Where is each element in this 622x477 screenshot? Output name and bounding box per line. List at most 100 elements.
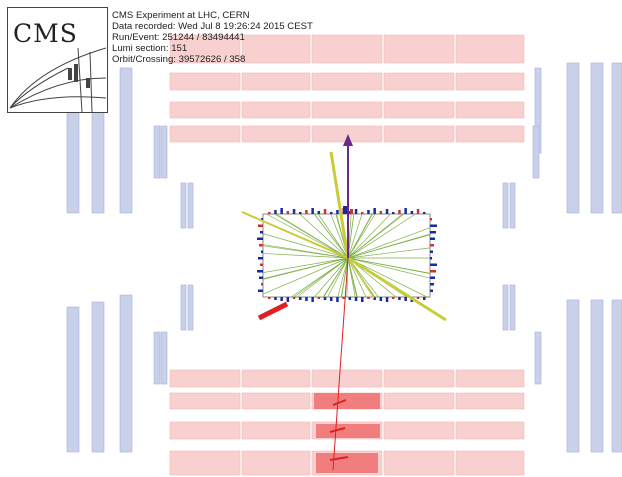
calo-hit bbox=[336, 297, 339, 302]
calo-hit bbox=[330, 212, 333, 214]
calo-block bbox=[169, 450, 241, 476]
track-line bbox=[323, 257, 349, 298]
calo-block bbox=[455, 450, 525, 476]
calo-block bbox=[383, 72, 455, 91]
calo-hit bbox=[258, 224, 263, 227]
calo-hit bbox=[398, 210, 401, 214]
calo-block bbox=[241, 34, 311, 64]
muon-chamber bbox=[180, 182, 187, 229]
calo-hit bbox=[311, 297, 314, 302]
calo-block bbox=[169, 34, 241, 64]
calo-hit bbox=[367, 297, 370, 299]
muon-chamber bbox=[187, 284, 194, 331]
muon-chamber bbox=[91, 301, 105, 453]
track-line bbox=[262, 245, 349, 259]
muon-chamber bbox=[502, 284, 509, 331]
calo-hit bbox=[274, 297, 277, 300]
calo-hit bbox=[261, 218, 263, 221]
calo-hit bbox=[305, 210, 308, 214]
muon-chamber bbox=[160, 331, 168, 385]
energy-deposit bbox=[316, 453, 378, 473]
calo-block bbox=[455, 392, 525, 410]
muon-chamber bbox=[119, 294, 133, 453]
calo-hit bbox=[361, 212, 364, 214]
muon-chamber bbox=[153, 331, 161, 385]
calo-hit bbox=[430, 237, 435, 240]
calorimeter-hits bbox=[257, 206, 437, 302]
calo-hit bbox=[423, 297, 426, 300]
calo-hit bbox=[286, 297, 290, 302]
calo-hit bbox=[286, 211, 290, 214]
calo-block bbox=[169, 421, 241, 440]
muon-chamber bbox=[153, 125, 161, 179]
calo-hit bbox=[258, 257, 263, 260]
calo-block bbox=[241, 450, 311, 476]
calo-block bbox=[241, 392, 311, 410]
track-line bbox=[347, 233, 431, 259]
calo-hit bbox=[261, 283, 263, 286]
calo-hit bbox=[354, 297, 358, 301]
track-line bbox=[291, 257, 349, 298]
track-line bbox=[347, 213, 391, 259]
track-line bbox=[347, 257, 431, 279]
track-line bbox=[347, 227, 431, 259]
muon-segment bbox=[332, 399, 347, 406]
muon-chamber bbox=[534, 331, 542, 385]
calo-hit bbox=[274, 210, 277, 214]
recorded-date: Data recorded: Wed Jul 8 19:26:24 2015 C… bbox=[112, 21, 313, 32]
calo-hit bbox=[260, 263, 263, 266]
muon-chamber bbox=[502, 182, 509, 229]
calo-block bbox=[241, 101, 311, 119]
track-line bbox=[347, 257, 367, 298]
muon-segment bbox=[329, 427, 346, 433]
calo-cluster bbox=[257, 301, 289, 321]
calo-block bbox=[383, 125, 455, 143]
calo-hit bbox=[259, 276, 263, 279]
calo-hit bbox=[299, 212, 302, 214]
calo-hit bbox=[336, 210, 339, 214]
muon-chamber bbox=[590, 299, 604, 453]
track-line bbox=[275, 213, 349, 259]
calorimeter-blocks bbox=[169, 34, 525, 476]
calo-block bbox=[311, 101, 383, 119]
charged-tracks bbox=[262, 213, 431, 298]
calo-hit bbox=[416, 297, 420, 299]
calo-hit bbox=[342, 297, 345, 299]
calo-block bbox=[455, 421, 525, 440]
track-line bbox=[337, 257, 349, 298]
muon-chamber bbox=[160, 125, 168, 179]
track-line bbox=[313, 213, 349, 259]
calo-hit bbox=[404, 297, 407, 301]
track-line bbox=[347, 257, 431, 275]
calo-block bbox=[455, 125, 525, 143]
muon-chamber bbox=[566, 62, 580, 214]
track-line bbox=[262, 253, 349, 259]
calo-hit bbox=[367, 210, 370, 214]
calo-hit bbox=[280, 208, 283, 214]
calo-hit bbox=[430, 257, 432, 260]
track-line bbox=[317, 213, 349, 259]
calo-hit bbox=[430, 224, 437, 227]
calo-block bbox=[169, 72, 241, 91]
calo-block bbox=[455, 72, 525, 91]
calo-hit bbox=[257, 270, 263, 273]
calo-block bbox=[455, 101, 525, 119]
calo-hit bbox=[392, 297, 395, 299]
muon-chamber bbox=[590, 62, 604, 214]
calo-hit bbox=[261, 250, 263, 253]
muon-chambers bbox=[66, 62, 622, 453]
calo-hit bbox=[430, 270, 436, 273]
track-line bbox=[347, 213, 416, 259]
calo-hit bbox=[299, 297, 302, 300]
run-event: Run/Event: 251244 / 83494441 bbox=[112, 32, 245, 43]
calo-hit bbox=[379, 297, 383, 301]
jet-line bbox=[329, 151, 350, 259]
jet-line bbox=[241, 211, 349, 259]
calo-hit bbox=[259, 244, 263, 247]
energy-deposit bbox=[314, 393, 380, 409]
calo-block bbox=[455, 34, 525, 64]
calo-block bbox=[383, 34, 455, 64]
track-line bbox=[341, 257, 349, 298]
track-line bbox=[347, 247, 431, 259]
